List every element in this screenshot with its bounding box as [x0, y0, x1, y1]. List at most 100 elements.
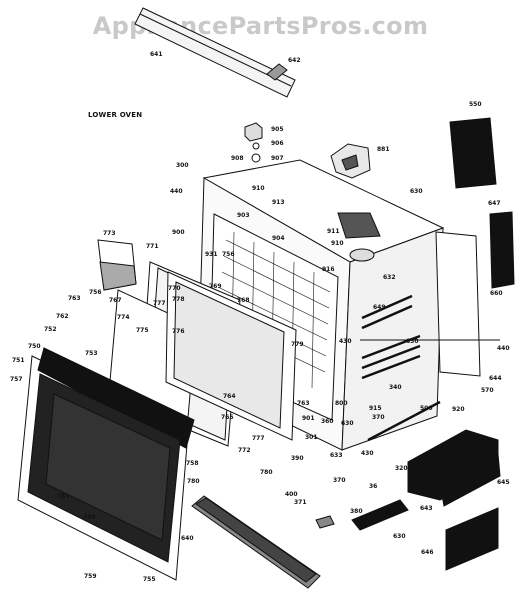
part-label: 910 [252, 185, 265, 192]
part-label: 901 [302, 415, 315, 422]
part-label: 905 [271, 126, 284, 133]
part-label: 781 [57, 493, 70, 500]
part-label: 642 [288, 57, 301, 64]
part-label: 776 [172, 328, 185, 335]
part-label: 773 [103, 230, 116, 237]
part-label: 660 [490, 290, 503, 297]
part-label: 750 [28, 343, 41, 350]
kick-plate-part [191, 495, 321, 589]
part-label: 371 [294, 499, 307, 506]
side-wall-coils [361, 294, 441, 442]
part-label: 908 [231, 155, 244, 162]
part-label: 763 [297, 400, 310, 407]
part-label: 911 [327, 228, 340, 235]
part-label: 800 [335, 400, 348, 407]
part-label: 762 [56, 313, 69, 320]
part-label: 881 [377, 146, 390, 153]
part-label: 641 [150, 51, 163, 58]
rear-panel-part [360, 231, 500, 377]
part-label: 772 [238, 447, 251, 454]
part-label: 767 [109, 297, 122, 304]
part-label: 550 [469, 101, 482, 108]
part-label: 751 [12, 357, 25, 364]
part-label: 763 [68, 295, 81, 302]
part-label: 759 [84, 573, 97, 580]
part-label: 630 [406, 338, 419, 345]
part-label: 916 [322, 266, 335, 273]
part-label: 301 [305, 434, 318, 441]
part-label: 768 [237, 297, 250, 304]
part-label: 778 [172, 296, 185, 303]
part-label: 630 [410, 188, 423, 195]
part-label: 646 [421, 549, 434, 556]
part-label: 780 [187, 478, 200, 485]
part-label: 910 [331, 240, 344, 247]
part-label: 753 [85, 350, 98, 357]
part-label: 647 [488, 200, 501, 207]
part-label: 759 [83, 514, 96, 521]
door-inner-panels [107, 261, 297, 447]
part-label: 769 [209, 283, 222, 290]
part-label: 632 [383, 274, 396, 281]
part-label: 570 [481, 387, 494, 394]
part-label: 764 [223, 393, 236, 400]
part-label: 644 [489, 375, 502, 382]
insulation-blocks [407, 117, 515, 571]
part-label: 643 [420, 505, 433, 512]
part-label: 777 [252, 435, 265, 442]
part-label: 765 [221, 414, 234, 421]
part-label: 500 [420, 405, 433, 412]
part-label: 777 [153, 300, 166, 307]
part-label: 400 [285, 491, 298, 498]
part-label: 756 [222, 251, 235, 258]
trim-strip-part [134, 7, 296, 98]
part-label: 645 [497, 479, 510, 486]
part-label: 440 [497, 345, 510, 352]
part-label: 904 [272, 235, 285, 242]
part-label: 430 [361, 450, 374, 457]
part-label: 320 [395, 465, 408, 472]
part-label: 340 [389, 384, 402, 391]
part-label: 630 [341, 420, 354, 427]
part-label: 774 [117, 314, 130, 321]
part-label: 758 [186, 460, 199, 467]
part-label: 780 [260, 469, 273, 476]
part-label: 380 [350, 508, 363, 515]
part-label: 920 [452, 406, 465, 413]
part-label: 931 [205, 251, 218, 258]
part-label: 370 [372, 414, 385, 421]
part-label: 913 [272, 199, 285, 206]
part-label: 752 [44, 326, 57, 333]
part-label: 440 [170, 188, 183, 195]
part-label: 903 [237, 212, 250, 219]
part-label: 757 [10, 376, 23, 383]
part-label: 649 [373, 304, 386, 311]
part-label: 771 [146, 243, 159, 250]
part-label: 756 [89, 289, 102, 296]
part-label: 640 [181, 535, 194, 542]
part-label: 633 [330, 452, 343, 459]
part-label: 36 [369, 483, 377, 490]
vent-bracket-part [330, 143, 371, 179]
part-label: 300 [176, 162, 189, 169]
part-label: 775 [136, 327, 149, 334]
part-number-labels: 641 642 905 906 908 907 881 550 300 910 913 630 440 6… [10, 51, 510, 583]
part-label: 770 [168, 285, 181, 292]
part-label: 630 [393, 533, 406, 540]
door-pad-part [97, 239, 137, 291]
part-label: 390 [291, 455, 304, 462]
front-door-assembly [17, 347, 195, 581]
section-title: LOWER OVEN [88, 111, 143, 119]
part-label: 360 [321, 418, 334, 425]
part-label: 915 [369, 405, 382, 412]
part-label: 430 [339, 338, 352, 345]
part-label: 779 [291, 341, 304, 348]
part-label: 755 [143, 576, 156, 583]
drawer-rail-part [315, 499, 409, 531]
part-label: 370 [333, 477, 346, 484]
part-label: 907 [271, 155, 284, 162]
part-label: 906 [271, 140, 284, 147]
part-label: 900 [172, 229, 185, 236]
